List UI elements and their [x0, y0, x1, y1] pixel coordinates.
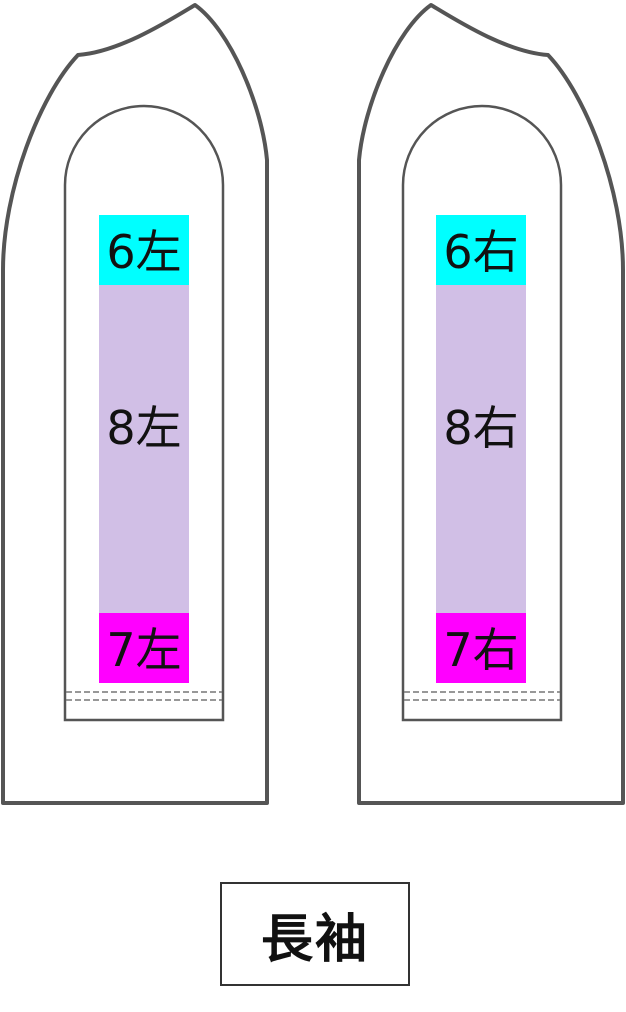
left-sleeve: 6左 8左 7左 [1, 3, 269, 805]
left-label-7: 7左 [106, 623, 181, 677]
right-label-8: 8右 [443, 401, 518, 455]
right-sleeve: 6右 8右 7右 [357, 3, 625, 805]
left-region-8 [99, 285, 189, 613]
left-region-6 [99, 215, 189, 285]
right-label-7: 7右 [443, 623, 518, 677]
right-region-7 [436, 613, 526, 683]
left-region-7 [99, 613, 189, 683]
right-label-6: 6右 [443, 225, 518, 279]
right-region-8 [436, 285, 526, 613]
left-label-8: 8左 [106, 401, 181, 455]
left-label-6: 6左 [106, 225, 181, 279]
caption-box: 長袖 [220, 882, 410, 986]
right-region-6 [436, 215, 526, 285]
caption-label: 長袖 [260, 909, 369, 970]
